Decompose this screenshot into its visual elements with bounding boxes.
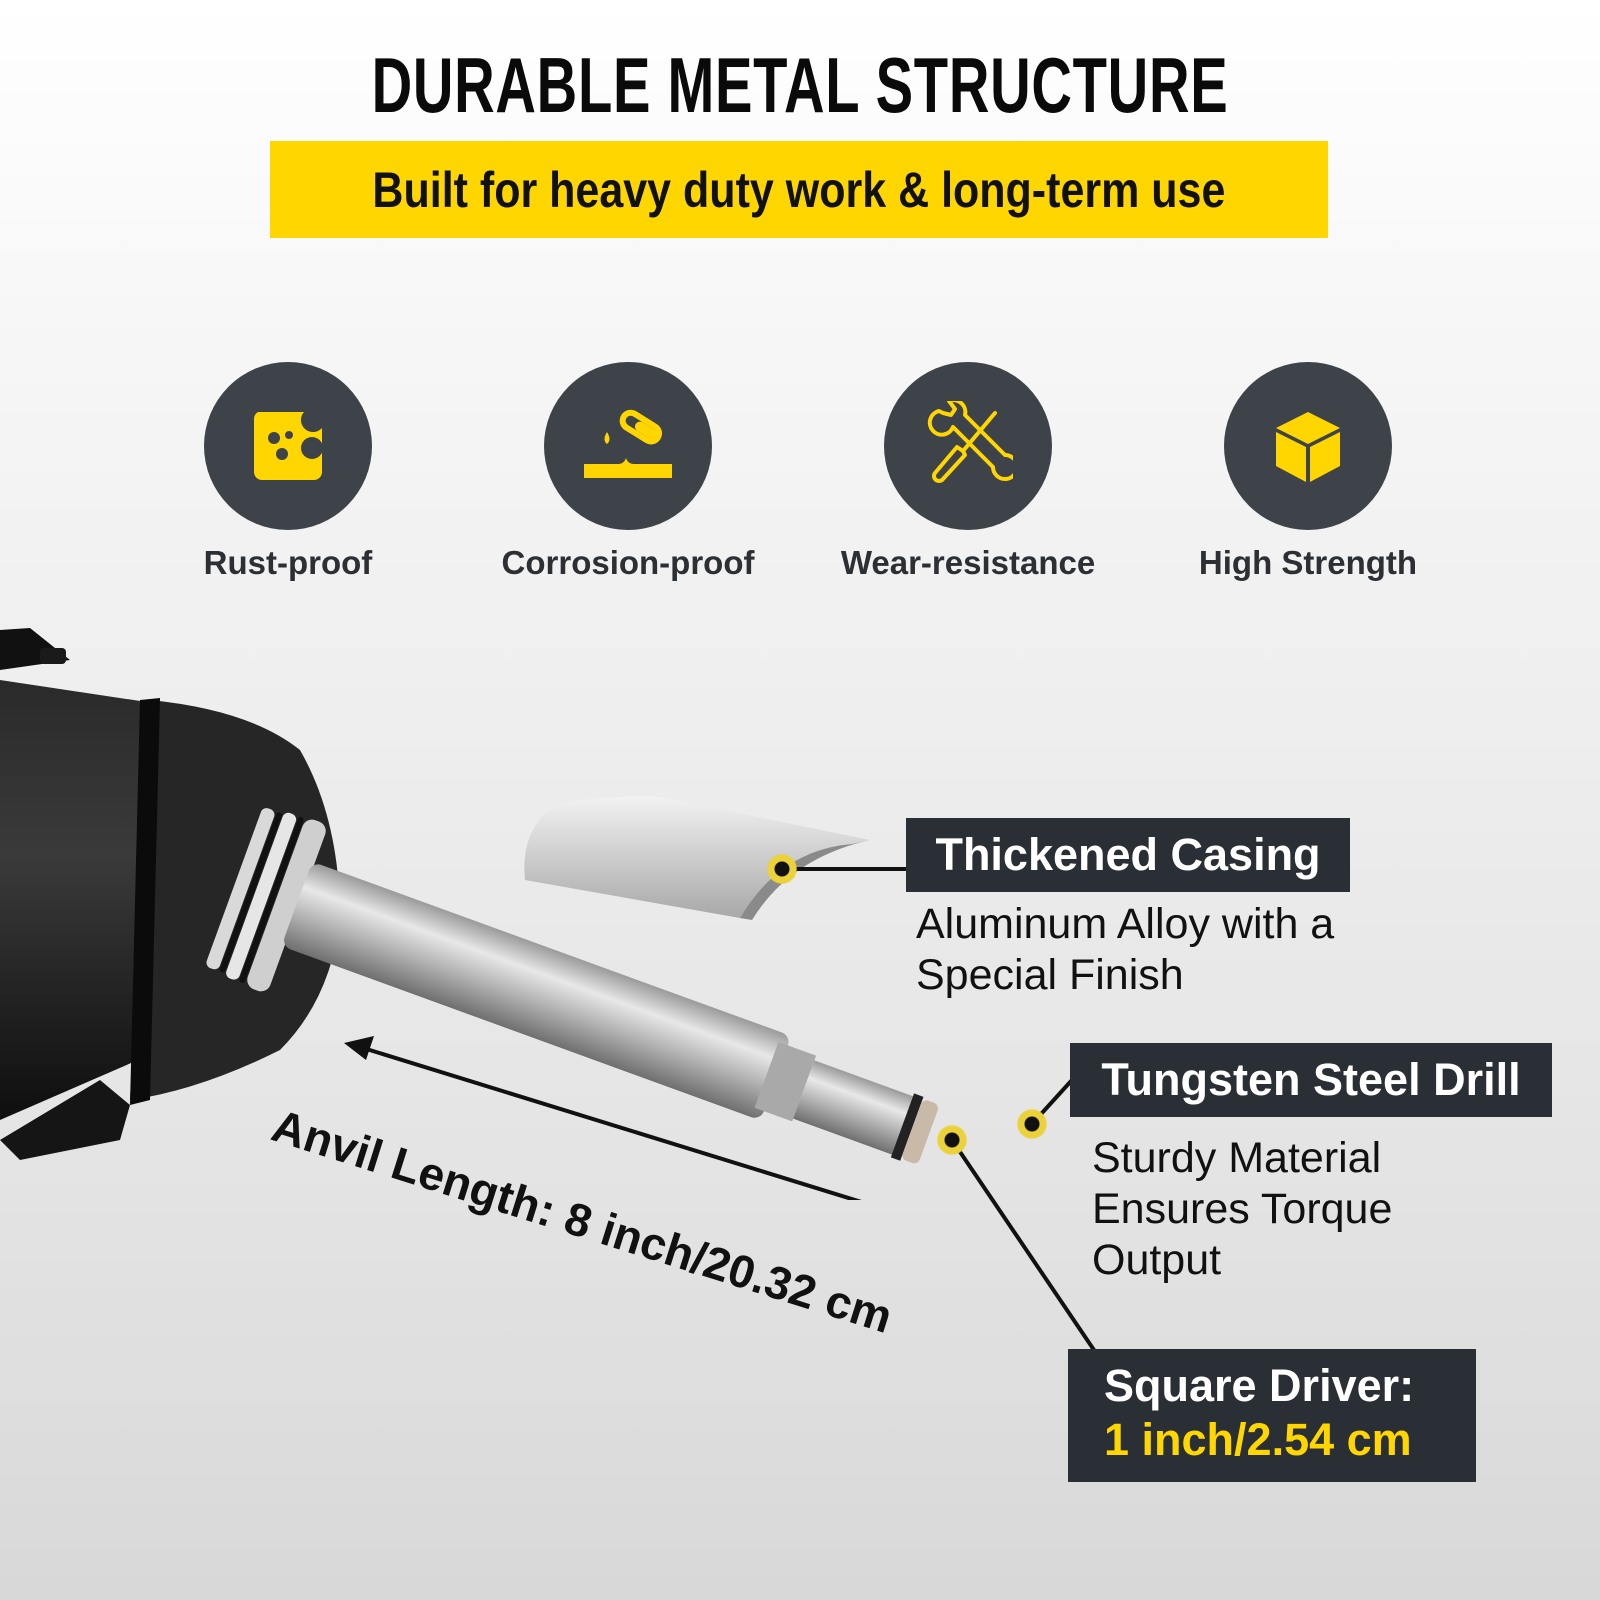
corrosion-proof-icon (544, 362, 712, 530)
subtitle-text: Built for heavy duty work & long-term us… (372, 161, 1226, 218)
square-driver-tag: Square Driver: 1 inch/2.54 cm (1068, 1349, 1476, 1482)
casing-desc-line: Special Finish (916, 951, 1184, 999)
feature-high-strength: High Strength (1158, 362, 1458, 602)
wear-resistance-icon (884, 362, 1052, 530)
drill-desc-line: Ensures Torque (1092, 1185, 1393, 1233)
square-driver-title: Square Driver: (1104, 1360, 1415, 1411)
feature-wear-resistance: Wear-resistance (818, 362, 1118, 602)
casing-desc-line: Aluminum Alloy with a (916, 900, 1335, 948)
page-title: DURABLE METAL STRUCTURE (371, 41, 1229, 129)
drill-hotspot-dot (1017, 1109, 1047, 1139)
drill-title: Tungsten Steel Drill (1101, 1054, 1521, 1105)
subtitle-banner: Built for heavy duty work & long-term us… (270, 141, 1328, 238)
drill-desc-line: Sturdy Material (1092, 1134, 1382, 1182)
casing-title: Thickened Casing (935, 829, 1321, 880)
casing-description: Aluminum Alloy with a Special Finish (916, 899, 1334, 1001)
casing-title-tag: Thickened Casing (906, 818, 1350, 892)
feature-label: Rust-proof (203, 544, 373, 581)
feature-label: Corrosion-proof (501, 544, 755, 581)
drill-description: Sturdy Material Ensures Torque Output (1092, 1133, 1392, 1286)
casing-hotspot-dot (767, 854, 797, 884)
feature-label: High Strength (1198, 544, 1418, 581)
drill-title-tag: Tungsten Steel Drill (1070, 1043, 1552, 1117)
feature-rust-proof: Rust-proof (138, 362, 438, 602)
high-strength-icon (1224, 362, 1392, 530)
rust-proof-icon (204, 362, 372, 530)
driver-hotspot-dot (937, 1125, 967, 1155)
impact-wrench-illustration (0, 628, 939, 1200)
drill-desc-line: Output (1092, 1236, 1222, 1284)
feature-label: Wear-resistance (840, 544, 1096, 581)
square-driver-value: 1 inch/2.54 cm (1104, 1414, 1412, 1465)
feature-corrosion-proof: Corrosion-proof (478, 362, 778, 602)
